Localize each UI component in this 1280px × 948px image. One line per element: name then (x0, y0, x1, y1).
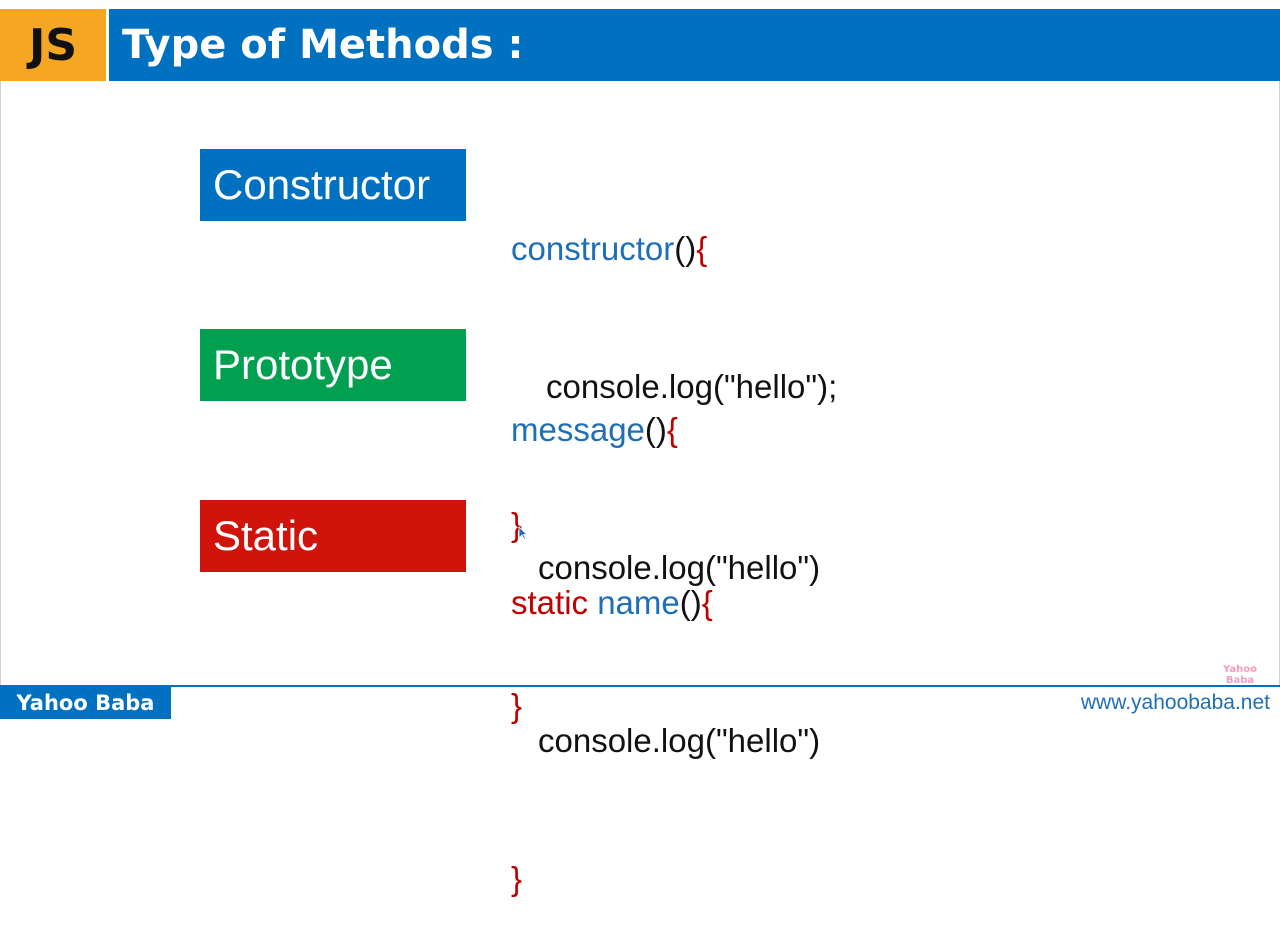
code-block-prototype: message(){ console.log("hello") } (511, 315, 1111, 775)
code-line-signature: static name(){ (511, 580, 1111, 626)
code-line-close: } (511, 856, 1111, 902)
watermark-line2: Baba (1225, 675, 1255, 686)
method-name: message (511, 411, 645, 448)
method-parens: () (679, 584, 702, 621)
method-body: console.log("hello") (538, 722, 821, 759)
close-brace: } (511, 860, 523, 897)
code-block-static: static name(){ console.log("hello") } (511, 488, 1111, 948)
frame-border-left (0, 81, 1, 685)
mouse-pointer-icon (518, 526, 528, 540)
close-brace: } (511, 506, 523, 543)
watermark-logo: Yahoo Baba (1222, 664, 1258, 690)
method-parens: () (644, 411, 667, 448)
footer-url[interactable]: www.yahoobaba.net (1080, 691, 1270, 714)
footer-divider (0, 685, 1280, 687)
open-brace: { (696, 230, 708, 267)
title-bar: Type of Methods : (109, 9, 1280, 81)
watermark-line1: Yahoo (1223, 664, 1257, 675)
method-label-prototype: Prototype (200, 329, 466, 401)
method-body: console.log("hello"); (546, 368, 838, 405)
close-brace: } (511, 687, 523, 724)
open-brace: { (666, 411, 678, 448)
code-line-body: console.log("hello") (511, 545, 1111, 591)
footer-brand: Yahoo Baba (0, 687, 171, 719)
method-label-constructor: Constructor (200, 149, 466, 221)
method-name: name (597, 584, 680, 621)
code-line-body: console.log("hello") (511, 718, 1111, 764)
code-line-close: } (511, 502, 1111, 548)
static-keyword: static (511, 584, 589, 621)
code-line-close: } (511, 683, 1111, 729)
open-brace: { (701, 584, 713, 621)
code-block-constructor: constructor(){ console.log("hello"); } (511, 134, 1111, 594)
code-line-signature: message(){ (511, 407, 1111, 453)
method-body: console.log("hello") (538, 549, 821, 586)
method-parens: () (674, 230, 697, 267)
slide-title: Type of Methods : (122, 22, 524, 68)
method-label-static: Static (200, 500, 466, 572)
code-line-body: console.log("hello"); (511, 364, 1111, 410)
slide-header: JS Type of Methods : (0, 9, 1280, 81)
code-line-signature: constructor(){ (511, 226, 1111, 272)
method-name: constructor (511, 230, 675, 267)
js-badge: JS (0, 9, 106, 81)
